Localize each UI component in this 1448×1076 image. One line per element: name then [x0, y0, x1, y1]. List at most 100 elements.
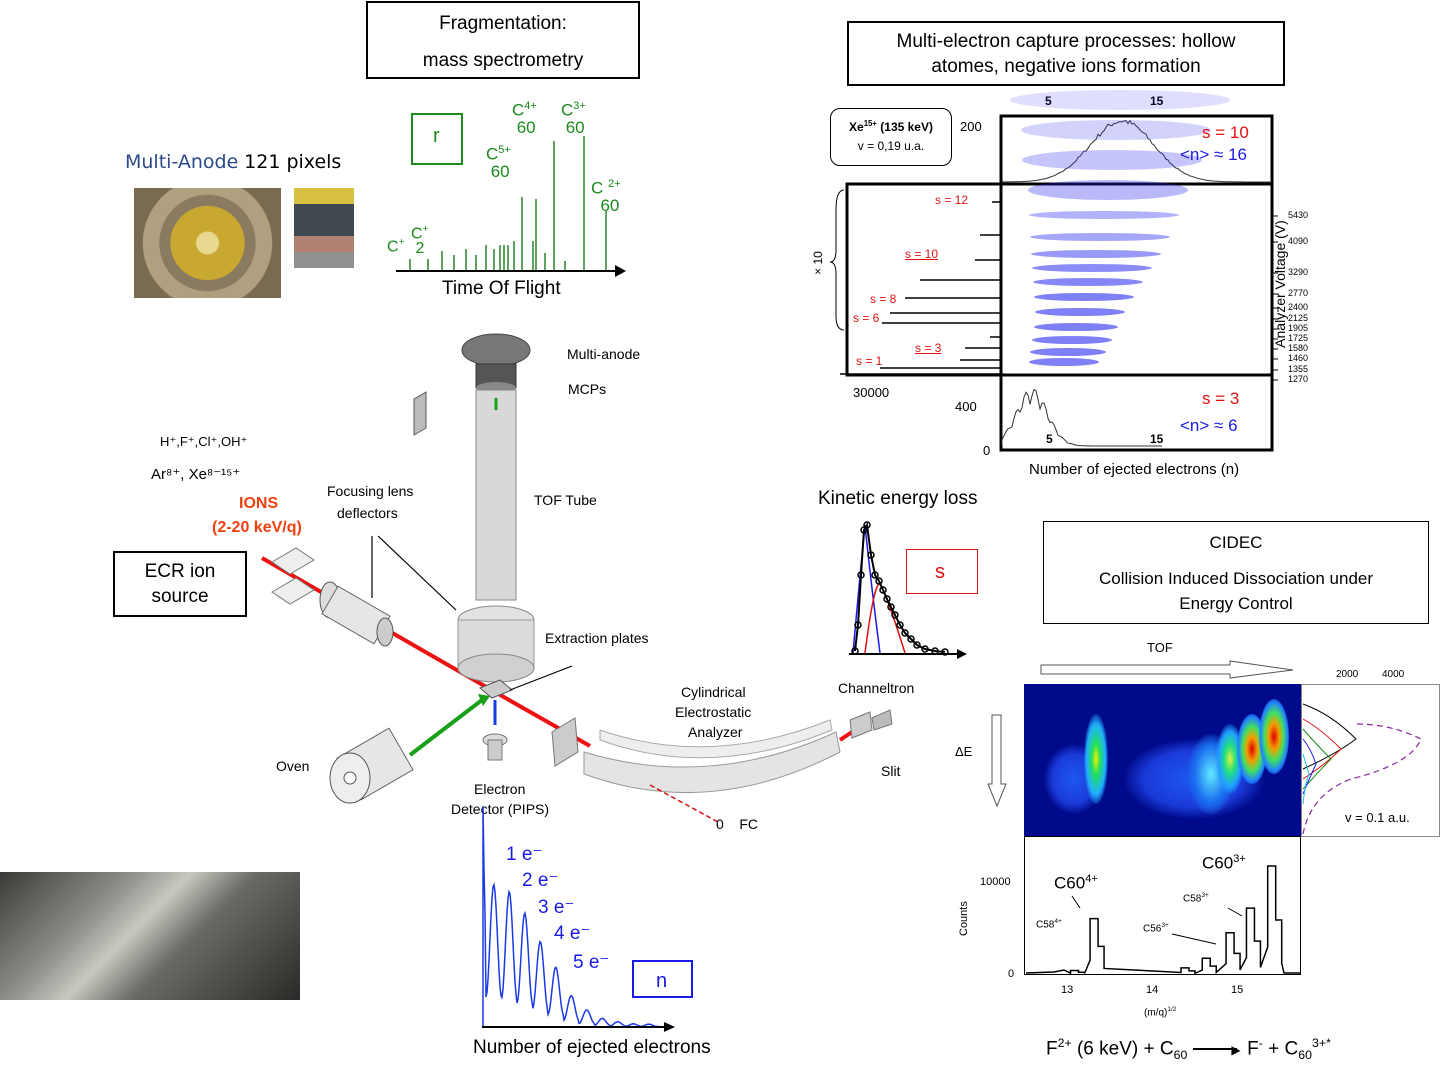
voltage-tick-label: 4090 [1288, 236, 1309, 246]
map-band [1021, 120, 1211, 140]
ecr-label-2: source [151, 586, 209, 607]
electron-number-spectrum [482, 806, 675, 1032]
delta-e-arrow-icon [987, 714, 1007, 808]
tof-arrow-icon [1040, 660, 1294, 679]
label-fc: 0 FC [716, 816, 759, 832]
voltage-tick-label: 2400 [1288, 302, 1309, 312]
cidec-line1: Collision Induced Dissociation under [1098, 569, 1374, 588]
electrostatic-analyzer [583, 731, 841, 794]
tof-arrow-label: TOF [1147, 640, 1173, 655]
map-band [1035, 308, 1125, 316]
map-band [1032, 336, 1112, 344]
c58-3-label: C583+ [1183, 892, 1209, 905]
ecr-label-1: ECR ion [144, 561, 216, 582]
electron-spectrum-curve [482, 806, 659, 1028]
label-multi-anode: Multi-anode [567, 346, 641, 362]
data-point [871, 571, 879, 579]
coincidence-map [1010, 90, 1230, 366]
voltage-tick-label: 2125 [1288, 313, 1309, 323]
map-band [1029, 211, 1179, 219]
label-3e: 3 e⁻ [538, 897, 575, 918]
top-tick-15: 15 [1150, 94, 1164, 108]
data-point [901, 629, 909, 637]
s-label-1: s = 1 [856, 354, 883, 368]
bottom-n-value: <n> ≈ 6 [1180, 416, 1238, 435]
data-point [887, 603, 895, 611]
marker-r-box: r [411, 113, 463, 165]
mec-title-box: Multi-electron capture processes: hollow… [847, 21, 1285, 86]
electronics-photo [294, 188, 354, 268]
c60-3-label: C603+ [1202, 853, 1246, 873]
cidec-box: CIDEC Collision Induced Dissociation und… [1043, 521, 1429, 624]
multi-anode-title: Multi-Anode [125, 151, 239, 173]
tick-4000: 4000 [1382, 669, 1405, 680]
mec-title-2: atomes, negative ions formation [931, 56, 1201, 77]
data-point [854, 621, 862, 629]
data-point [883, 595, 891, 603]
label-oven: Oven [276, 758, 310, 774]
marker-r: r [433, 125, 440, 147]
c58-4-label: C584+ [1036, 918, 1062, 931]
data-point [867, 551, 875, 559]
y-tick-200: 200 [960, 119, 982, 134]
extraction-plates [457, 653, 535, 683]
label-5e: 5 e⁻ [573, 952, 610, 973]
reaction-equation: F2+ (6 keV) + C60 ▶ F- + C603+* [1046, 1036, 1331, 1063]
projectile-label: Xe15+ (135 keV) [849, 119, 933, 134]
map-band [1031, 250, 1161, 258]
mass-spectrum [396, 136, 626, 277]
c56-3-label: C563+ [1143, 922, 1169, 935]
electron-spectrum-xlabel: Number of ejected electrons [473, 1037, 711, 1058]
label-4e: 4 e⁻ [554, 923, 591, 944]
top-n-value: <n> ≈ 16 [1180, 145, 1247, 164]
cidec-title: CIDEC [1209, 533, 1263, 552]
label-slit: Slit [881, 763, 901, 779]
ecr-source-box: ECR ion source [113, 551, 247, 617]
tof-label: Time Of Flight [442, 278, 561, 299]
data-point [896, 621, 904, 629]
peak-label-c60-5: C5+ 60 [486, 144, 511, 181]
mec-plots [829, 90, 1278, 452]
kinetic-energy-plot [849, 521, 967, 659]
data-point [891, 611, 899, 619]
kinetic-energy-curve [854, 522, 946, 653]
x-tick-15: 15 [1231, 984, 1244, 996]
counts-histogram [1025, 865, 1300, 975]
label-ions: IONS [239, 495, 279, 512]
kinetic-energy-title: Kinetic energy loss [818, 488, 978, 509]
label-focusing-lens: Focusing lens [327, 483, 414, 499]
energy-projection-plot [1301, 684, 1440, 837]
apparatus-diagram [261, 333, 893, 823]
top-histogram [1001, 119, 1270, 183]
scale-factor: × 10 [810, 251, 825, 275]
label-mcps: MCPs [568, 381, 607, 397]
c60-4-label: C604+ [1054, 873, 1098, 893]
x-tick-14: 14 [1146, 984, 1159, 996]
s-label-12: s = 12 [935, 193, 969, 207]
label-channeltron: Channeltron [838, 680, 915, 696]
voltage-tick-label: 2770 [1288, 288, 1309, 298]
tof-tube [475, 389, 517, 601]
voltage-tick-label: 1460 [1288, 353, 1309, 363]
y-tick-0: 0 [983, 443, 991, 458]
label-deflectors: deflectors [337, 505, 398, 521]
counts-plot [1024, 836, 1301, 975]
voltage-tick-label: 1905 [1288, 323, 1309, 333]
bottom-histogram [1001, 388, 1162, 447]
bottom-histogram-frame [999, 373, 1274, 452]
mec-title-1: Multi-electron capture processes: hollow [896, 31, 1236, 52]
analyzer-voltage-label: Analyzer Voltage (V) [1272, 220, 1288, 348]
x-tick-30000: 30000 [853, 385, 890, 400]
label-extraction-plates: Extraction plates [545, 630, 649, 646]
label-tof-tube: TOF Tube [534, 492, 597, 508]
map-band [1034, 323, 1118, 331]
marker-n: n [656, 970, 668, 992]
tof-axis-arrow [615, 265, 626, 277]
bottom-tick-5: 5 [1046, 432, 1053, 446]
bottom-tick-15: 15 [1150, 432, 1164, 446]
s-label-10: s = 10 [905, 247, 939, 261]
blue-component [852, 524, 881, 654]
map-band [1030, 233, 1170, 241]
voltage-tick-label: 3290 [1288, 267, 1309, 277]
data-point [863, 521, 871, 529]
